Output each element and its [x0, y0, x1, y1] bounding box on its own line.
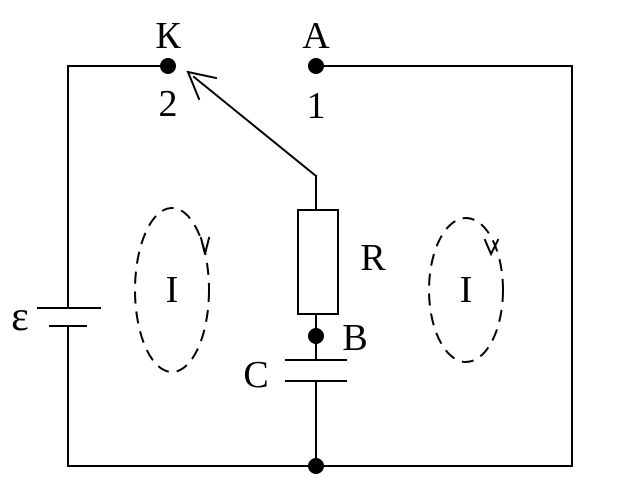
- left-top-wire: [67, 65, 169, 309]
- node-b-label: B: [342, 317, 367, 359]
- right-current-label: I: [460, 269, 473, 311]
- switch-arrowhead: [186, 70, 218, 101]
- right-loop-arrowhead: [483, 238, 500, 257]
- contact-1-label: 1: [307, 85, 326, 127]
- contact-1-node: [308, 58, 324, 74]
- contact-2-label: 2: [159, 83, 178, 125]
- left-current-label: I: [166, 269, 179, 311]
- switch-blade: [192, 75, 318, 178]
- capacitor-label: C: [243, 354, 268, 396]
- bottom-node: [308, 458, 324, 474]
- contact-2-node: [160, 58, 176, 74]
- left-current-loop: [134, 207, 210, 373]
- resistor-label: R: [360, 237, 386, 279]
- right-current-loop: [428, 217, 504, 363]
- left-loop-arrowhead: [199, 236, 211, 255]
- switch-label: К: [155, 15, 181, 57]
- left-bottom-wire: [67, 65, 573, 467]
- emf-label: ε: [11, 294, 29, 340]
- terminal-a-label: A: [302, 15, 330, 57]
- resistor: [297, 209, 339, 315]
- node-b: [308, 328, 324, 344]
